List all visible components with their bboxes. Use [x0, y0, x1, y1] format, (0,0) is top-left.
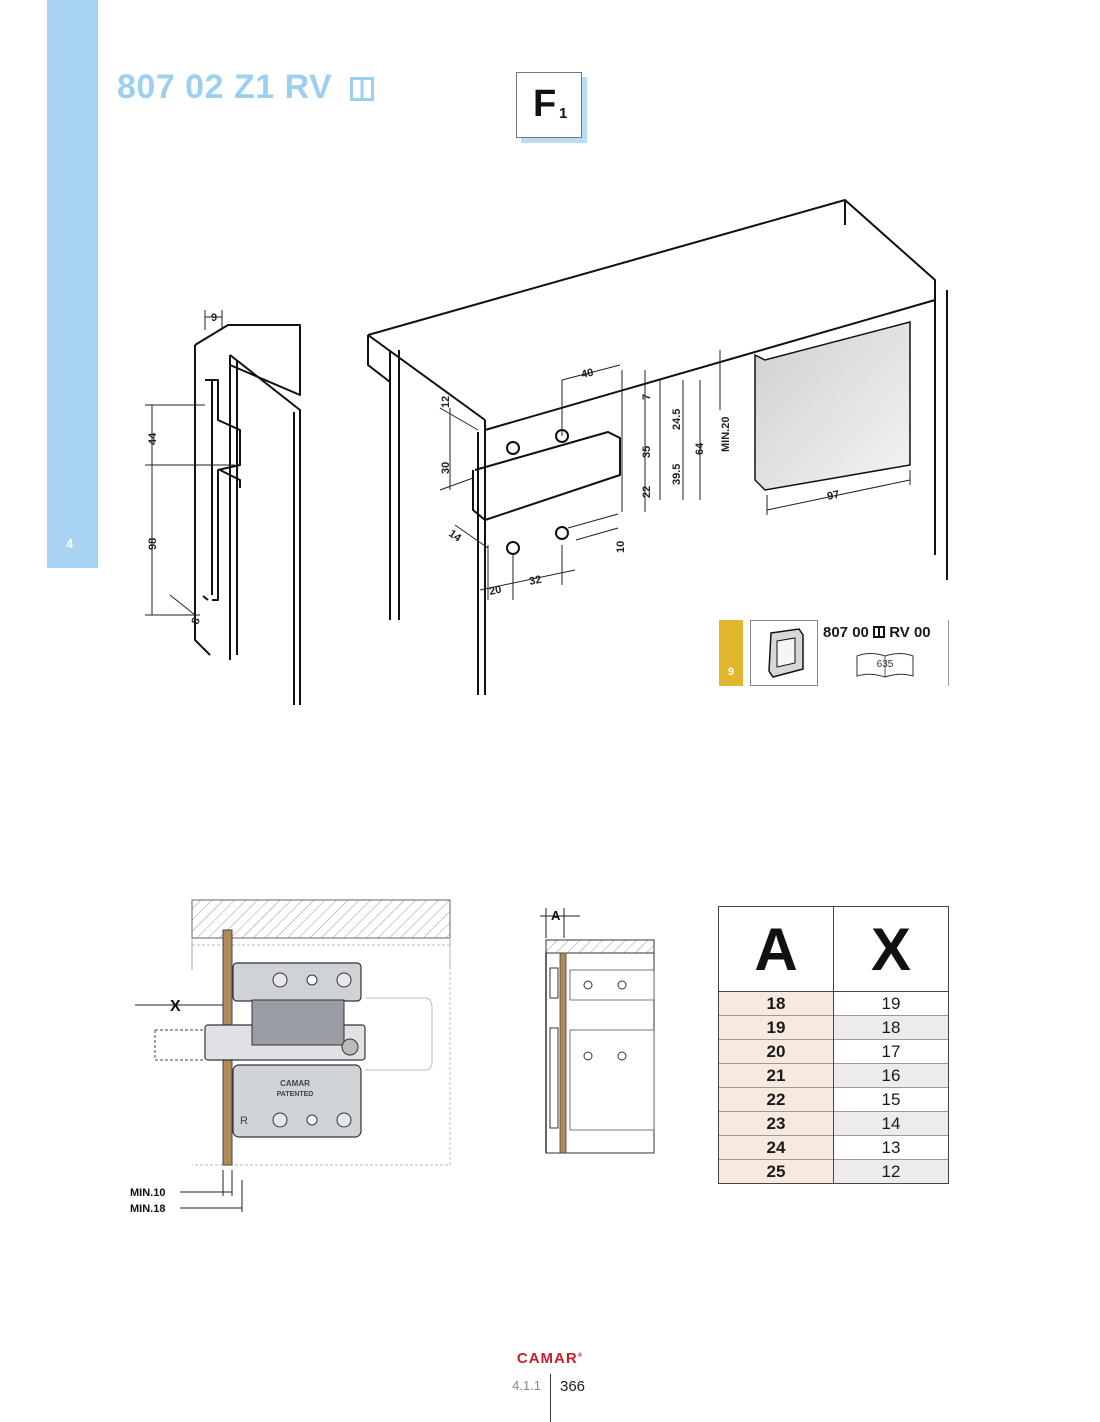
table-cell-a: 25: [718, 1159, 834, 1184]
dim-97: 97: [826, 489, 840, 503]
table-cell-a: 20: [718, 1039, 834, 1064]
dim-64: 64: [694, 442, 706, 455]
footer-section-number: 4.1.1: [512, 1378, 541, 1393]
dim-30: 30: [440, 462, 452, 474]
accessory-reference: 9 807 00 RV 00 635: [719, 620, 951, 686]
dim-10: 10: [615, 541, 627, 553]
dim-14: 14: [446, 528, 464, 545]
table-cell-x: 19: [833, 991, 949, 1016]
table-cell-x: 17: [833, 1039, 949, 1064]
table-cell-a: 22: [718, 1087, 834, 1112]
table-cell-a: 24: [718, 1135, 834, 1160]
a-dimension-label: A: [551, 908, 561, 923]
accessory-tab-number: 9: [727, 666, 735, 678]
table-cell-x: 15: [833, 1087, 949, 1112]
footer-divider: [550, 1374, 551, 1422]
figure-code-subscript: 1: [559, 105, 568, 122]
min-10-label: MIN.10: [130, 1187, 165, 1199]
dim-12: 12: [440, 396, 452, 408]
catalog-page-ref: 635: [877, 659, 894, 670]
side-mark: R: [240, 1115, 248, 1127]
dim-8: 8: [190, 616, 203, 626]
dim-44: 44: [147, 432, 159, 445]
table-cell-a: 18: [718, 991, 834, 1016]
dim-min-20: MIN.20: [720, 417, 732, 452]
table-header-a: A: [718, 906, 834, 992]
registered-mark-icon: ®: [577, 1353, 584, 1359]
product-code: 807 02 Z1 RV: [117, 68, 333, 106]
cover-cap-illustration: [750, 620, 818, 686]
x-dimension-label: X: [170, 998, 181, 1015]
chapter-number: 4: [66, 536, 74, 551]
dim-40: 40: [580, 367, 594, 381]
dim-35: 35: [641, 446, 653, 458]
table-cell-x: 14: [833, 1111, 949, 1136]
product-title: 807 02 Z1 RV: [117, 68, 375, 107]
double-door-icon: [350, 77, 375, 101]
patented-engraving: PATENTED: [277, 1091, 314, 1098]
dim-9: 9: [211, 312, 217, 324]
accessory-code: 807 00 RV 00: [823, 624, 931, 641]
hinge-section-drawing: X CAMAR PATENTED R MIN.10 MIN.18: [130, 899, 451, 1215]
table-cell-a: 19: [718, 1015, 834, 1040]
catalog-book-icon: 635: [856, 653, 914, 678]
brand-engraving: CAMAR: [280, 1079, 310, 1088]
accessory-code-right: RV 00: [889, 624, 931, 641]
accessory-code-left: 807 00: [823, 624, 869, 641]
table-cell-x: 18: [833, 1015, 949, 1040]
dim-24-5: 24.5: [671, 409, 683, 430]
figure-code-box: F 1: [516, 72, 582, 138]
chapter-strip: 4: [47, 0, 98, 568]
table-cell-x: 12: [833, 1159, 949, 1184]
figure-code: F: [533, 83, 557, 125]
table-cell-a: 23: [718, 1111, 834, 1136]
footer-brand-logo: CAMAR®: [0, 1350, 1100, 1367]
double-door-icon: [873, 626, 886, 638]
dim-22: 22: [641, 486, 653, 498]
table-header-x: X: [833, 906, 949, 992]
footer-page-number: 366: [560, 1378, 586, 1395]
door-panel-illustration: [754, 321, 911, 491]
dim-20: 20: [488, 584, 502, 598]
footer-brand: CAMAR: [516, 1350, 578, 1367]
dim-98: 98: [147, 538, 159, 550]
top-technical-drawing: 9 44 98 8 40 7 12 30 35 24.5 39.5 22 64 …: [145, 199, 948, 705]
table-cell-x: 16: [833, 1063, 949, 1088]
table-cell-a: 21: [718, 1063, 834, 1088]
dim-39-5: 39.5: [671, 464, 683, 485]
table-cell-x: 13: [833, 1135, 949, 1160]
cover-cap-icon: [768, 628, 804, 678]
dim-32: 32: [528, 574, 542, 588]
accessory-tab: 9: [719, 620, 743, 686]
overlay-section-drawing: A: [540, 908, 655, 1154]
min-18-label: MIN.18: [130, 1203, 165, 1215]
dim-7: 7: [641, 394, 653, 400]
